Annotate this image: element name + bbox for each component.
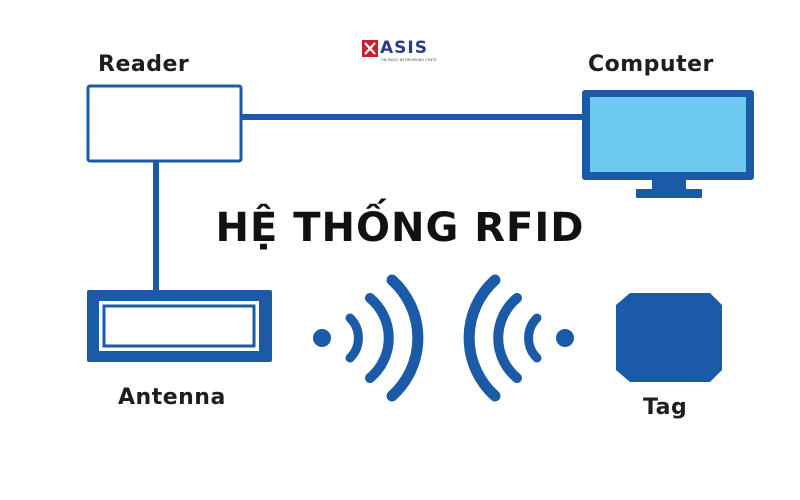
diagram-title: HỆ THỐNG RFID (215, 205, 585, 251)
logo-subtext: ON RADIO NETWORKING CENTE (381, 58, 437, 62)
antenna-icon (87, 290, 272, 362)
computer-label: Computer (588, 52, 714, 77)
logo-mark (362, 40, 378, 57)
reader-label: Reader (98, 52, 190, 77)
signal-wave-right-icon (463, 274, 574, 402)
signal-wave-left-icon (313, 274, 424, 402)
antenna-label: Antenna (118, 385, 226, 410)
reader-box (86, 84, 243, 163)
computer-icon (582, 90, 754, 198)
logo-text: ASIS (380, 38, 428, 58)
logo: ASIS ON RADIO NETWORKING CENTE (360, 38, 450, 68)
tag-label: Tag (643, 395, 688, 420)
tag-chip-icon (616, 293, 722, 382)
